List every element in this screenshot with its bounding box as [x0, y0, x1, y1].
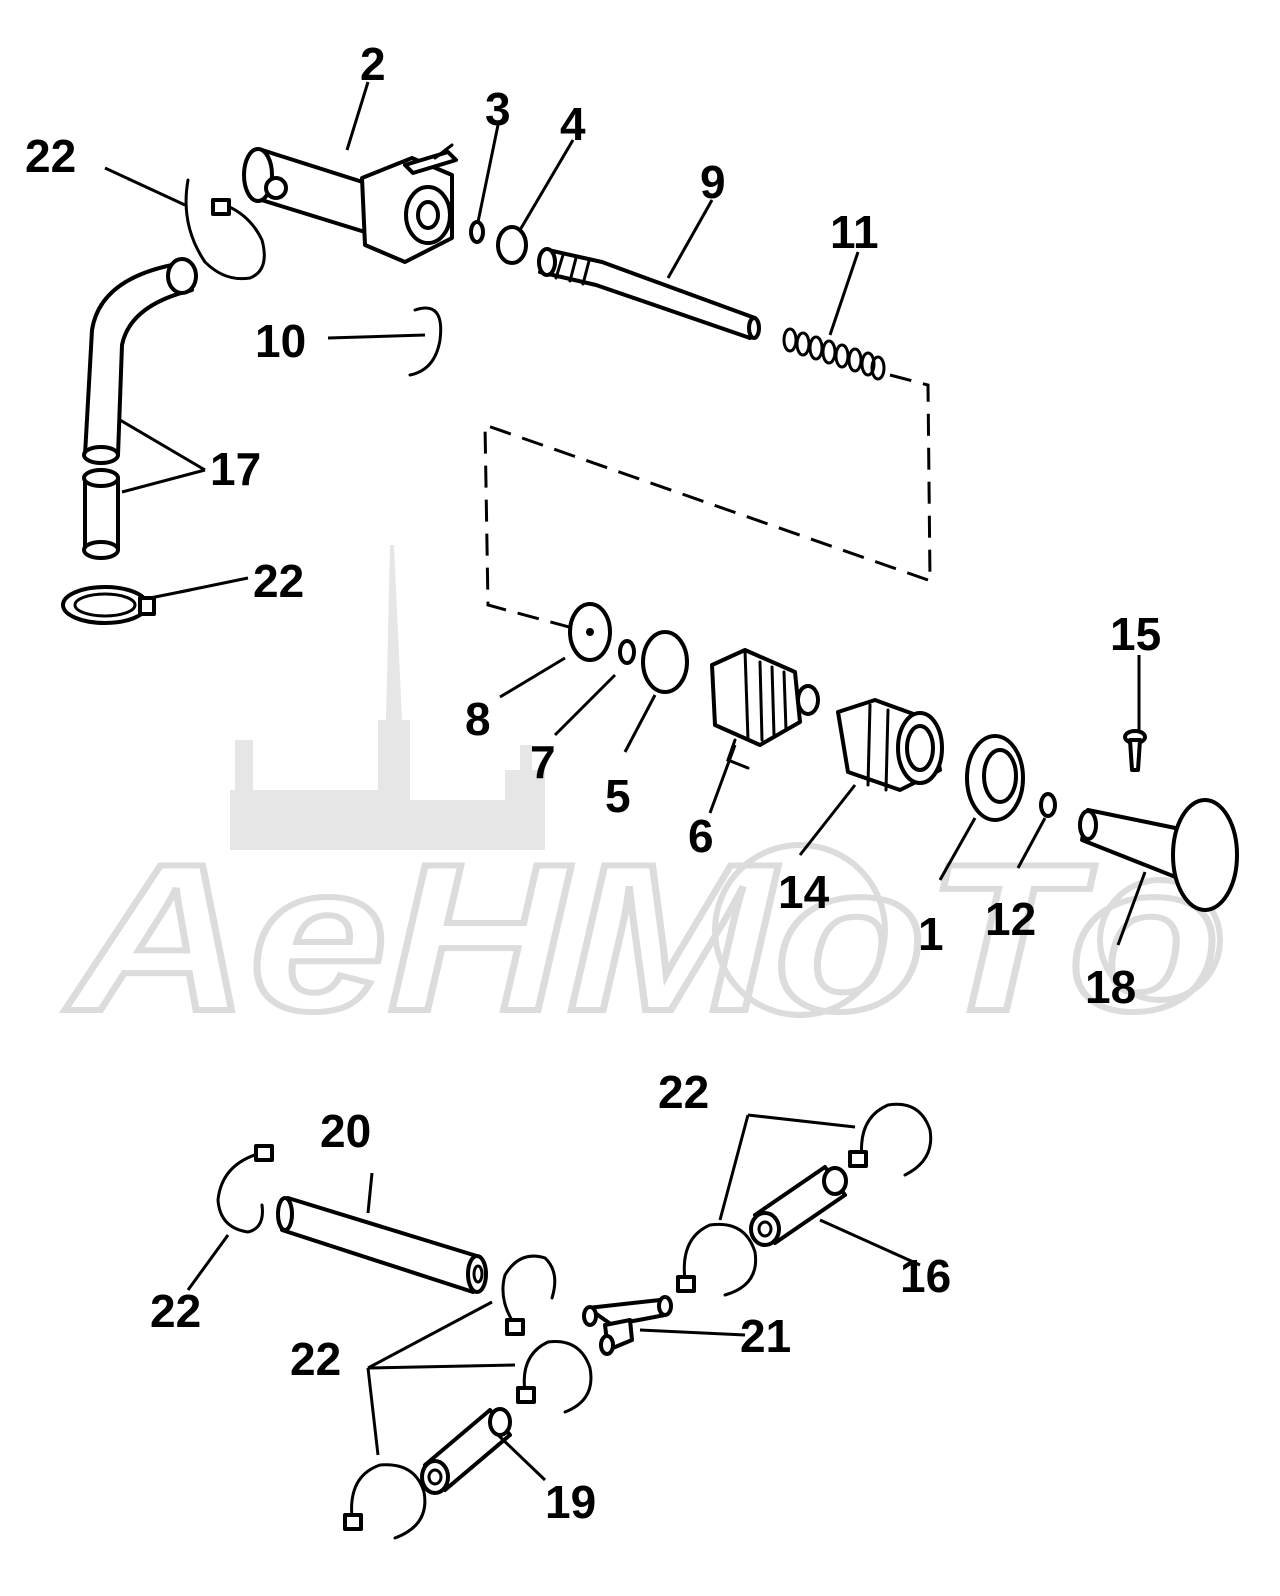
callout-12: 12: [985, 893, 1036, 945]
o-ring-5: [641, 630, 689, 694]
plunger: [537, 247, 761, 340]
callout-11: 11: [830, 206, 879, 258]
threaded-nut: [836, 698, 944, 792]
cable-tie-bottom-mid: [516, 1340, 593, 1414]
primer-valve-body: [242, 143, 458, 264]
callout-2: 2: [360, 38, 386, 90]
callout-4: 4: [560, 98, 586, 150]
cable-tie-bottom-lowest: [343, 1463, 427, 1540]
callout-22-left-lower: 22: [253, 555, 304, 607]
callout-15: 15: [1110, 608, 1161, 660]
screw: [1123, 729, 1147, 772]
o-ring-12: [1039, 792, 1057, 818]
o-ring-3: [469, 220, 485, 244]
callout-18: 18: [1085, 961, 1136, 1013]
callout-22-bottom-left: 22: [150, 1285, 201, 1337]
retaining-clip: [408, 306, 443, 377]
cable-tie-left-lower: [61, 585, 192, 625]
callout-22-right-top: 22: [658, 1066, 709, 1118]
watermark: AeHMoTo: [61, 545, 1223, 1058]
hose-19: [420, 1407, 512, 1495]
callout-9: 9: [700, 156, 726, 208]
leader-lines: [104, 81, 1147, 1482]
callout-10: 10: [255, 315, 306, 367]
tee-fitting: [582, 1295, 673, 1356]
fuel-hose: [82, 257, 198, 560]
valve-fitting: [710, 648, 820, 770]
watermark-skyline: [230, 545, 545, 850]
callout-14: 14: [778, 866, 830, 918]
callout-22-bottom-center: 22: [290, 1333, 341, 1385]
callout-1: 1: [918, 908, 944, 960]
hose-16: [749, 1165, 848, 1247]
callout-22-top-left: 22: [25, 130, 76, 182]
retaining-ring: [965, 734, 1025, 822]
callout-20: 20: [320, 1105, 371, 1157]
cable-tie-bottom-center: [501, 1254, 557, 1336]
callout-21: 21: [740, 1310, 791, 1362]
primer-knob: [1078, 798, 1239, 912]
spring: [782, 327, 886, 381]
callout-19: 19: [545, 1476, 596, 1528]
callout-labels: 2 3 4 9 11 22 10 17 22 15 8 7 5 6 14 1 1…: [25, 38, 1161, 1528]
watermark-logo-text: AeHMoTo: [64, 820, 1220, 1055]
cable-tie-top-left: [184, 178, 266, 281]
cable-tie-right-middle: [676, 1222, 758, 1297]
cable-tie-bottom-left: [216, 1144, 274, 1234]
callout-8: 8: [465, 693, 491, 745]
o-ring-4: [496, 225, 528, 265]
callout-17: 17: [210, 443, 261, 495]
watermark-wheel: [712, 842, 1223, 1018]
callout-5: 5: [605, 770, 631, 822]
callout-3: 3: [485, 83, 511, 135]
assembly-guide-lines: [483, 373, 932, 632]
callout-16: 16: [900, 1250, 951, 1302]
hose-20: [276, 1196, 488, 1294]
callout-6: 6: [688, 810, 714, 862]
washer: [568, 602, 612, 662]
callout-7: 7: [530, 736, 556, 788]
o-ring-7: [618, 639, 636, 665]
cable-tie-right-top: [848, 1102, 933, 1177]
